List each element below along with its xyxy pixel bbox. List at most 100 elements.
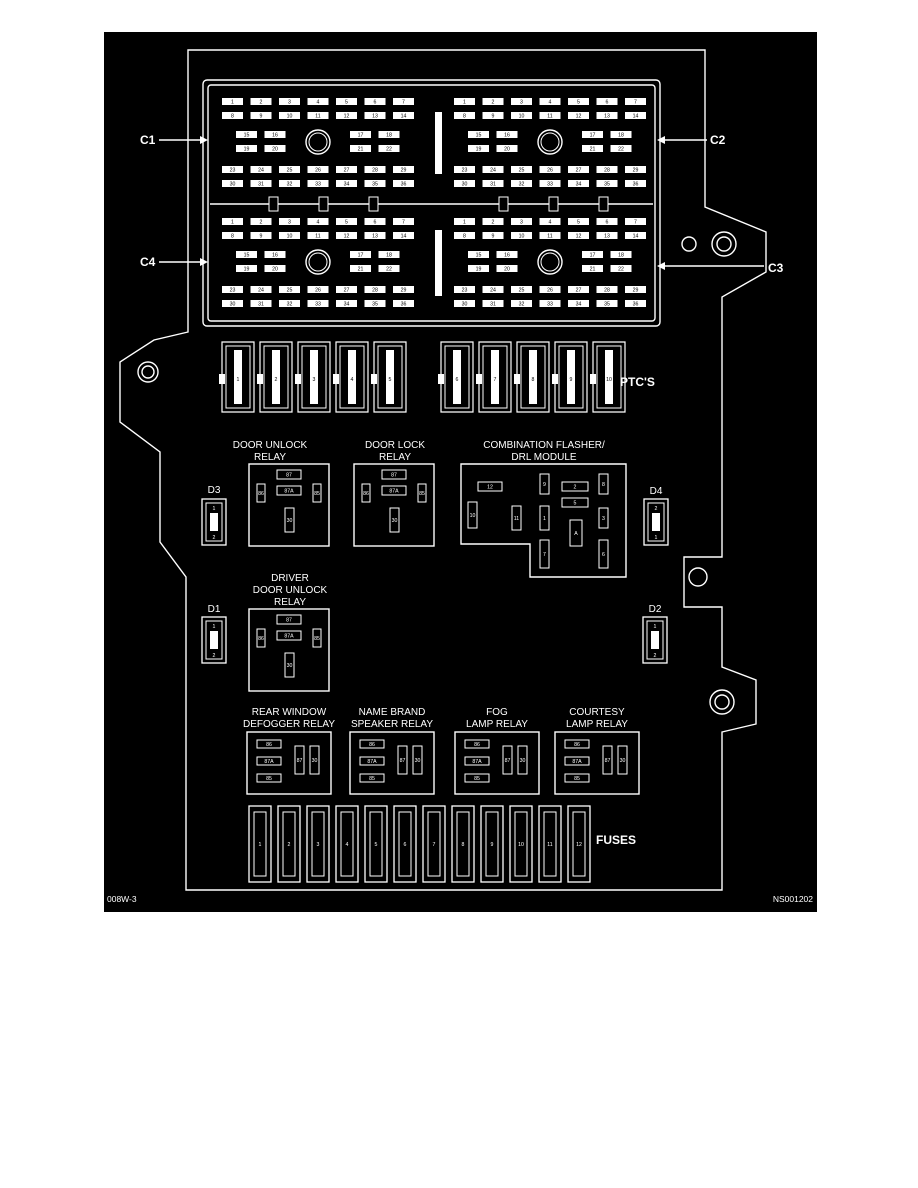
c2-pin-1-label: 1 bbox=[463, 100, 466, 106]
module-pin-10-label: 10 bbox=[470, 513, 476, 519]
c4-arrowhead bbox=[200, 258, 208, 266]
c1-pin-9-box bbox=[250, 112, 272, 119]
ptc-7-element bbox=[491, 350, 499, 404]
c2-pin-27-box bbox=[568, 166, 589, 173]
c2-pin-18-label: 18 bbox=[618, 133, 624, 139]
fog-title-1: FOG bbox=[486, 707, 508, 718]
fuses-label: FUSES bbox=[596, 833, 636, 847]
c2-pin-25-box bbox=[511, 166, 532, 173]
c1-pin-11-box bbox=[307, 112, 329, 119]
rear-window-t30 bbox=[309, 745, 320, 775]
c1-pin-25-label: 25 bbox=[287, 168, 293, 174]
ptc-6-body bbox=[440, 341, 474, 413]
c1-pin-33-label: 33 bbox=[315, 182, 321, 188]
ptc-1-body bbox=[221, 341, 255, 413]
diode-d2-pin-top: 1 bbox=[654, 624, 657, 630]
fuse-3-element bbox=[311, 811, 325, 877]
mount-hole-top-right-inner bbox=[716, 236, 732, 252]
c3-pin-33-label: 33 bbox=[547, 302, 553, 308]
courtesy-t87-label: 87 bbox=[605, 758, 611, 764]
c3-pin-18-label: 18 bbox=[618, 253, 624, 259]
diode-d2-element bbox=[651, 631, 659, 649]
name-brand-t86-label: 86 bbox=[369, 742, 375, 748]
c2-pin-8-box bbox=[454, 112, 475, 119]
c2-pin-19-label: 19 bbox=[476, 147, 482, 153]
c4-pin-14-box bbox=[393, 232, 414, 239]
c2-pin-31-box bbox=[482, 180, 504, 187]
name-brand-t85 bbox=[359, 773, 385, 783]
rear-window-t87-label: 87 bbox=[297, 758, 303, 764]
fuse-4-frame bbox=[335, 805, 359, 883]
ptc-7-body bbox=[478, 341, 512, 413]
fuse-6-frame bbox=[393, 805, 417, 883]
fuse-11-element bbox=[543, 811, 557, 877]
fuse-10-element bbox=[514, 811, 528, 877]
connector-frame-outer bbox=[202, 79, 661, 327]
c4-pin-17-box bbox=[350, 251, 371, 258]
door-lock-t30-label: 30 bbox=[392, 518, 398, 524]
c1-pin-18-label: 18 bbox=[386, 133, 392, 139]
c3-pin-13-label: 13 bbox=[604, 234, 610, 240]
c1-pin-6-label: 6 bbox=[374, 100, 377, 106]
ptc-5-inner bbox=[377, 345, 403, 409]
c1-pin-29-box bbox=[393, 166, 414, 173]
door-lock-t87 bbox=[381, 469, 407, 480]
c1-pin-7-label: 7 bbox=[402, 100, 405, 106]
c4-pin-7-box bbox=[393, 218, 414, 225]
c2-pin-12-box bbox=[568, 112, 589, 119]
c1-pin-22-label: 22 bbox=[386, 147, 392, 153]
c2-pin-22-box bbox=[610, 145, 632, 152]
c1-pin-19-box bbox=[236, 145, 257, 152]
c3-pin-25-label: 25 bbox=[519, 288, 525, 294]
c4-pin-31-label: 31 bbox=[258, 302, 264, 308]
c2-arrowhead bbox=[657, 136, 665, 144]
c2-pin-11-label: 11 bbox=[547, 114, 552, 120]
c2-pin-6-label: 6 bbox=[606, 100, 609, 106]
fuse-5-number: 5 bbox=[375, 842, 378, 848]
ptc-2-element bbox=[272, 350, 280, 404]
c1-latch-inner bbox=[308, 132, 328, 152]
c2-pin-19-box bbox=[468, 145, 489, 152]
door-lock-t87a-label: 87A bbox=[389, 489, 399, 495]
c2-pin-7-box bbox=[625, 98, 646, 105]
c1-pin-26-label: 26 bbox=[315, 168, 321, 174]
courtesy-title-2: LAMP RELAY bbox=[566, 719, 628, 730]
door-unlock-t30 bbox=[284, 507, 295, 533]
c1-pin-23-label: 23 bbox=[230, 168, 236, 174]
ptc-5-tab bbox=[371, 374, 377, 384]
c3-pin-9-label: 9 bbox=[492, 234, 495, 240]
diode-d4-frame bbox=[643, 498, 669, 546]
connector-frame-inner bbox=[207, 84, 656, 322]
c2-pin-25-label: 25 bbox=[519, 168, 525, 174]
module-pin-9 bbox=[539, 473, 550, 495]
divider-tab-1 bbox=[318, 196, 329, 212]
c1-pin-5-box bbox=[336, 98, 357, 105]
c1-pin-5-label: 5 bbox=[345, 100, 348, 106]
c4-pin-15-box bbox=[236, 251, 257, 258]
c3-latch-inner bbox=[540, 252, 560, 272]
ptc-1-element bbox=[234, 350, 242, 404]
c4-pin-11-box bbox=[307, 232, 329, 239]
c4-pin-4-box bbox=[307, 218, 329, 225]
divider-tab-3 bbox=[498, 196, 509, 212]
c3-pin-32-label: 32 bbox=[519, 302, 525, 308]
ptc-6-inner bbox=[444, 345, 470, 409]
ptc-1-tab bbox=[219, 374, 225, 384]
c1-pin-20-box bbox=[264, 145, 286, 152]
fuse-1: 1 bbox=[248, 805, 272, 883]
c3-pin-11-label: 11 bbox=[547, 234, 552, 240]
module-pin-10 bbox=[467, 501, 478, 529]
c2-pin-30-label: 30 bbox=[462, 182, 468, 188]
c3-pin-27-box bbox=[568, 286, 589, 293]
ptc-9-tab bbox=[552, 374, 558, 384]
rear-window-title-2: DEFOGGER RELAY bbox=[243, 719, 335, 730]
ptc-2-number: 2 bbox=[275, 377, 278, 383]
c3-pin-31-box bbox=[482, 300, 504, 307]
